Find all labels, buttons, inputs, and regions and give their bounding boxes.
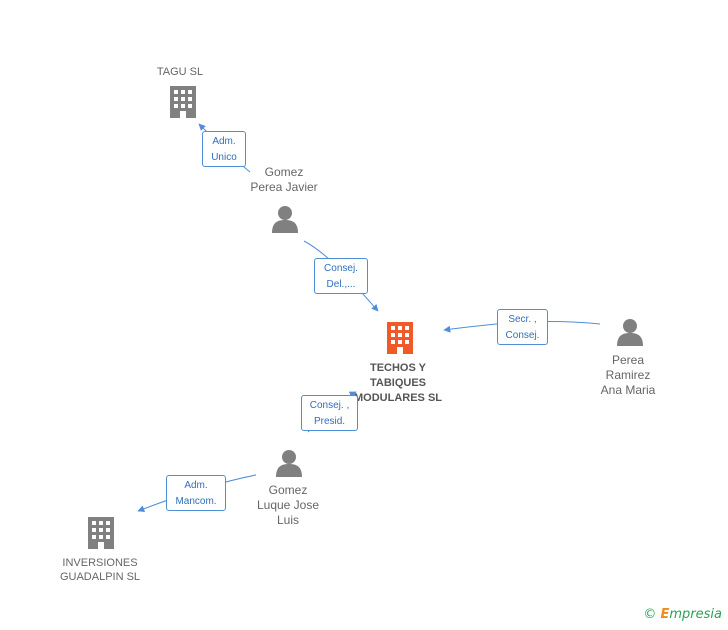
relation-consej-del[interactable]: Consej. Del.,...	[314, 258, 368, 294]
building-icon[interactable]	[88, 517, 114, 549]
relation-adm-mancom[interactable]: Adm. Mancom.	[166, 475, 226, 511]
node-label-inversiones[interactable]: INVERSIONES GUADALPIN SL	[59, 557, 141, 583]
node-label-gomez-perea[interactable]: Gomez Perea Javier	[250, 165, 318, 194]
empresia-logo: © Empresia	[643, 607, 722, 622]
person-icon[interactable]	[617, 319, 643, 346]
building-icon[interactable]	[170, 86, 196, 118]
relation-adm-unico[interactable]: Adm. Unico	[202, 131, 246, 167]
node-label-tagu[interactable]: TAGU SL	[156, 66, 204, 78]
node-label-techos[interactable]: TECHOS Y TABIQUES MODULARES SL	[354, 362, 442, 404]
copyright-icon: ©	[643, 607, 657, 622]
person-icon[interactable]	[272, 206, 298, 233]
node-label-gomez-luque[interactable]: Gomez Luque Jose Luis	[256, 483, 320, 527]
relation-secr-consej[interactable]: Secr. , Consej.	[497, 309, 548, 345]
relation-consej-presid[interactable]: Consej. , Presid.	[301, 395, 358, 431]
person-icon[interactable]	[276, 450, 302, 477]
node-label-perea-ramirez[interactable]: Perea Ramirez Ana Maria	[600, 353, 656, 397]
building-icon[interactable]	[387, 322, 413, 354]
